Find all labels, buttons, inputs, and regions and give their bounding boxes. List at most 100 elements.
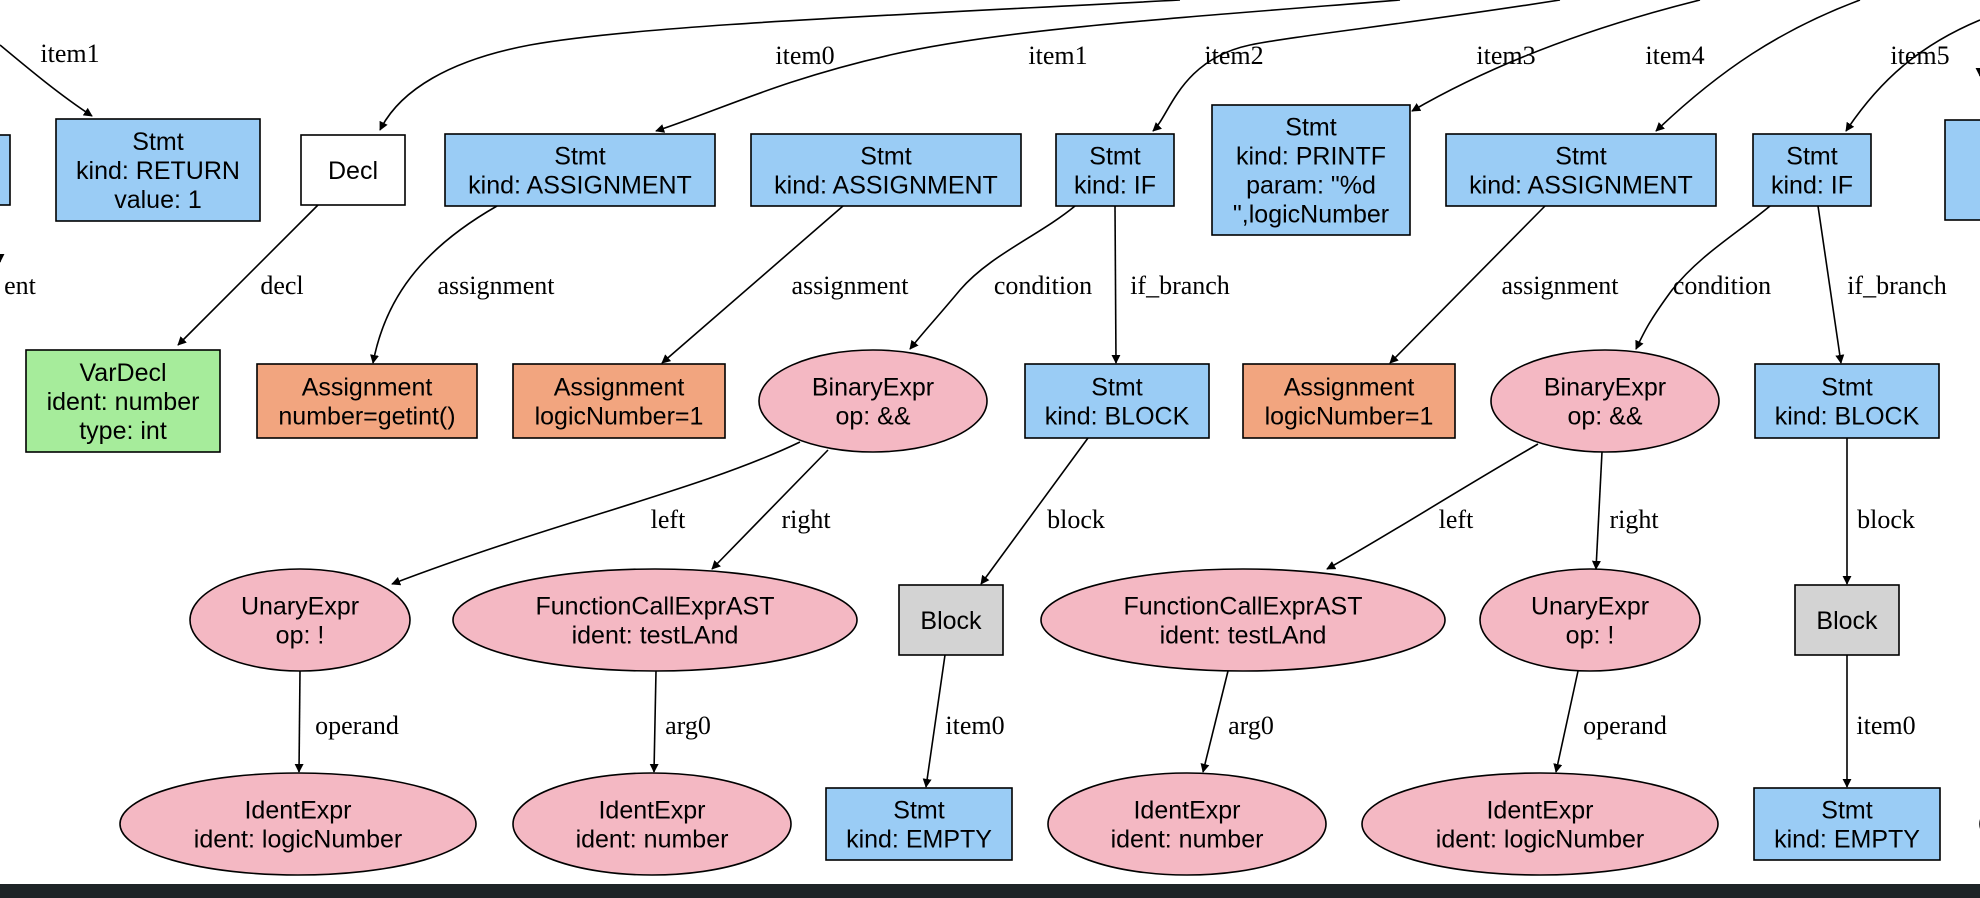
- node-label-line: IdentExpr: [1133, 797, 1240, 825]
- node-label-line: Stmt: [1089, 143, 1140, 171]
- node-shape: [444, 133, 716, 207]
- node-decl: Decl: [300, 134, 406, 206]
- edge-e-bitem0-1: [922, 654, 946, 788]
- edge-e-right-2: [1591, 451, 1603, 570]
- edge-label: if_branch: [1847, 271, 1947, 300]
- node-shape: [1752, 133, 1872, 207]
- node-shape: [25, 349, 221, 453]
- node-stmt-left-partial: -: [0, 134, 11, 206]
- edge-label: arg0: [665, 711, 711, 740]
- node-label-line: logicNumber=1: [535, 403, 704, 431]
- node-label-line: Stmt: [1821, 374, 1872, 402]
- edge-e-right-1: [711, 449, 829, 570]
- edge-label: item4: [1645, 41, 1704, 70]
- node-label-line: ident: number: [1111, 826, 1264, 854]
- node-label-line: ident: testLAnd: [1160, 622, 1327, 650]
- node-block-2: Block: [1794, 584, 1900, 656]
- node-label-line: ident: testLAnd: [572, 622, 739, 650]
- node-label-line: Stmt: [1091, 374, 1142, 402]
- edge-e-item2: [1152, 0, 1561, 132]
- edge-labels-layer: item1entitem0declitem1assignmentitem2ass…: [4, 39, 1949, 740]
- node-shape: [1490, 349, 1720, 453]
- node-label-line: Decl: [328, 157, 378, 185]
- node-label-line: BinaryExpr: [1544, 374, 1666, 402]
- node-stmt-partial-right: kind:para",logi: [1944, 119, 1980, 221]
- node-label-line: Block: [920, 607, 982, 635]
- edge-e-cond-1: [909, 205, 1076, 350]
- node-shape: [0, 134, 11, 206]
- node-label-line: Assignment: [1284, 374, 1415, 402]
- edge-label: item1: [40, 39, 99, 68]
- edge-label: item0: [775, 41, 834, 70]
- edge-e-assign-2: [661, 205, 844, 364]
- edge-label: ent: [4, 271, 37, 300]
- node-block-1: Block: [898, 584, 1004, 656]
- edge-e-arg0-2: [1200, 670, 1229, 773]
- edge-e-item0: [379, 0, 1181, 131]
- edge-e-left-1: [391, 441, 801, 586]
- edge-label: item0: [945, 711, 1004, 740]
- node-label-line: Stmt: [1821, 797, 1872, 825]
- node-label-line: kind: ASSIGNMENT: [774, 172, 998, 200]
- node-label-line: op: &&: [835, 403, 910, 431]
- edge-e-operand-1: [294, 670, 304, 773]
- node-shape: [1211, 104, 1411, 236]
- node-label-line: kind: EMPTY: [846, 826, 992, 854]
- node-label-line: value: 1: [114, 186, 202, 214]
- edge-label: assignment: [792, 271, 910, 300]
- node-label-line: Stmt: [1285, 114, 1336, 142]
- edge-label: condition: [994, 271, 1092, 300]
- node-label-line: kind: EMPTY: [1774, 826, 1920, 854]
- node-label-line: number=getint(): [278, 403, 455, 431]
- edge-e-operand-2: [1553, 670, 1579, 773]
- edge-e-left-2: [1326, 443, 1539, 570]
- node-label-line: kind: ASSIGNMENT: [1469, 172, 1693, 200]
- edge-e-item4: [1655, 0, 1861, 132]
- node-label-line: ident: number: [47, 388, 200, 416]
- node-label-line: ident: logicNumber: [1436, 826, 1644, 854]
- node-label-line: ident: number: [576, 826, 729, 854]
- edge-e-decl: [177, 204, 319, 346]
- node-label-line: IdentExpr: [244, 797, 351, 825]
- edge-label: item5: [1890, 41, 1949, 70]
- node-label-line: ",logicNumber: [1233, 201, 1389, 229]
- node-label-line: Assignment: [302, 374, 433, 402]
- node-label-line: kind: IF: [1074, 172, 1156, 200]
- edge-label: item0: [1856, 711, 1915, 740]
- node-label-line: logicNumber=1: [1265, 403, 1434, 431]
- edge-label: right: [1609, 505, 1659, 534]
- node-label-line: kind: PRINTF: [1236, 143, 1386, 171]
- node-label-line: op: !: [1566, 622, 1615, 650]
- node-label-line: ident: logicNumber: [194, 826, 402, 854]
- node-shape: [189, 568, 411, 672]
- node-shape: [750, 133, 1022, 207]
- edge-label: item3: [1476, 41, 1535, 70]
- node-label-line: op: !: [276, 622, 325, 650]
- node-shape: [512, 772, 792, 876]
- node-label-line: kind: RETURN: [76, 157, 240, 185]
- node-label-line: kind: IF: [1771, 172, 1853, 200]
- node-shape: [1047, 772, 1327, 876]
- node-shape: [1040, 568, 1446, 672]
- node-label-line: Stmt: [893, 797, 944, 825]
- node-label-line: VarDecl: [79, 359, 166, 387]
- edge-label: block: [1857, 505, 1915, 534]
